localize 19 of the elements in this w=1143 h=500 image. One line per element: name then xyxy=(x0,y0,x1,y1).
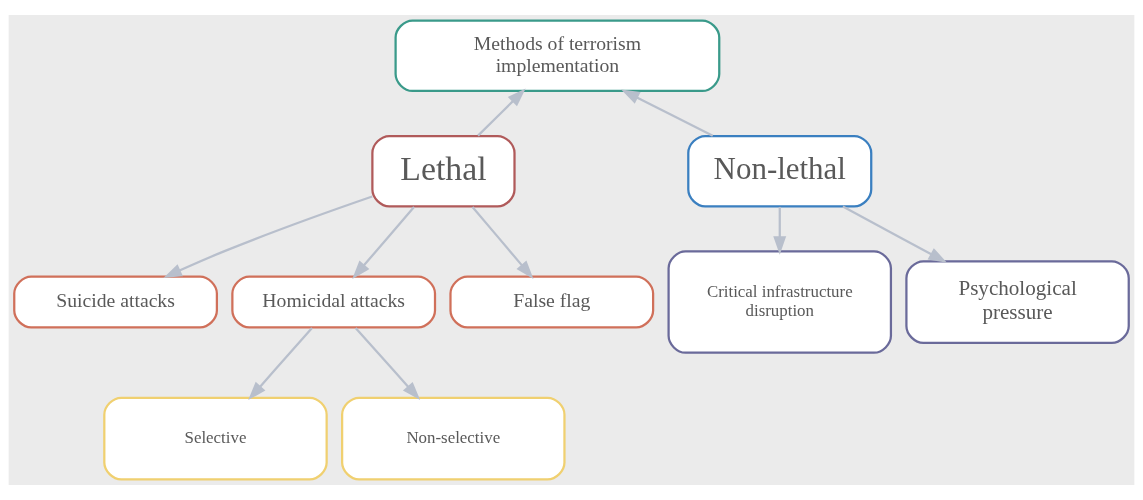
node-box: Homicidal attacks xyxy=(231,275,437,329)
arrow xyxy=(842,205,948,263)
node-box: Non-lethal xyxy=(687,134,873,208)
arrow xyxy=(163,195,373,278)
arrow xyxy=(621,89,714,137)
node-box: Critical infrastructure disruption xyxy=(667,250,893,354)
arrow xyxy=(471,206,534,279)
node-box: False flag xyxy=(449,275,655,329)
node-box: Psychological pressure xyxy=(905,260,1130,344)
node-box: Methods of terrorism implementation xyxy=(394,19,721,93)
node-box: Suicide attacks xyxy=(13,275,218,329)
node-box: Non-selective xyxy=(341,396,566,481)
node-box: Selective xyxy=(103,396,328,481)
arrow xyxy=(354,327,421,401)
arrow xyxy=(773,206,787,255)
arrow xyxy=(352,206,415,279)
arrow xyxy=(477,88,526,137)
node-box: Lethal xyxy=(371,134,516,208)
arrow xyxy=(248,327,313,401)
